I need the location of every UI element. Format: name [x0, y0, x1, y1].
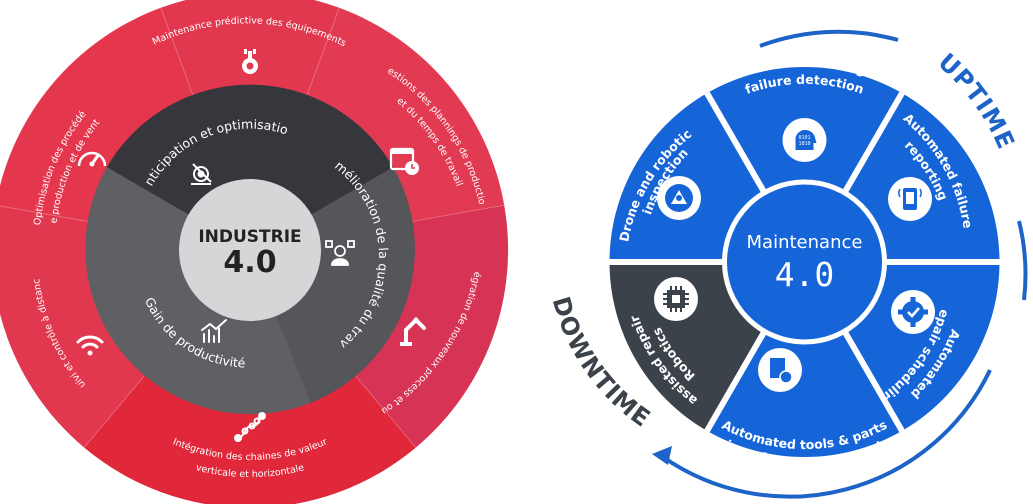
mobile-alert-icon [888, 177, 932, 221]
arrow-head-icon [652, 446, 672, 465]
document-gear-icon [758, 348, 802, 392]
industrie-wheel: INDUSTRIE 4.0 Maintenance prédictive des… [0, 0, 509, 504]
gear-check-icon [891, 290, 935, 334]
wrench-gear-icon [242, 49, 258, 74]
growth-chart-icon [201, 319, 227, 343]
wifi-icon [76, 335, 104, 356]
downtime-arc [661, 369, 992, 499]
value-chain-icon [234, 412, 266, 442]
maintenance-center[interactable] [722, 179, 887, 345]
sector-anticipation[interactable] [106, 84, 394, 250]
target-gear-icon [191, 163, 212, 185]
maintenance-version: 4.0 [775, 255, 835, 294]
chip-icon [654, 277, 698, 321]
industrie-title: INDUSTRIE [198, 227, 301, 247]
uptime-arc-end [1017, 220, 1028, 301]
wheel-outer-mask [560, 0, 1033, 504]
segment-automated-tools-parts[interactable] [686, 262, 923, 500]
calendar-clock-icon [389, 147, 419, 175]
maintenance-title: Maintenance [747, 232, 863, 253]
uptime-arc [759, 29, 899, 48]
industrie-version: 4.0 [223, 245, 276, 280]
worker-quality-icon [325, 240, 355, 266]
svg-text:1010: 1010 [799, 141, 811, 147]
svg-text:0101: 0101 [799, 135, 811, 141]
industrie-center[interactable] [179, 179, 321, 321]
robot-arm-icon [400, 317, 426, 346]
speedometer-icon [77, 151, 107, 167]
drone-target-icon [657, 176, 701, 220]
